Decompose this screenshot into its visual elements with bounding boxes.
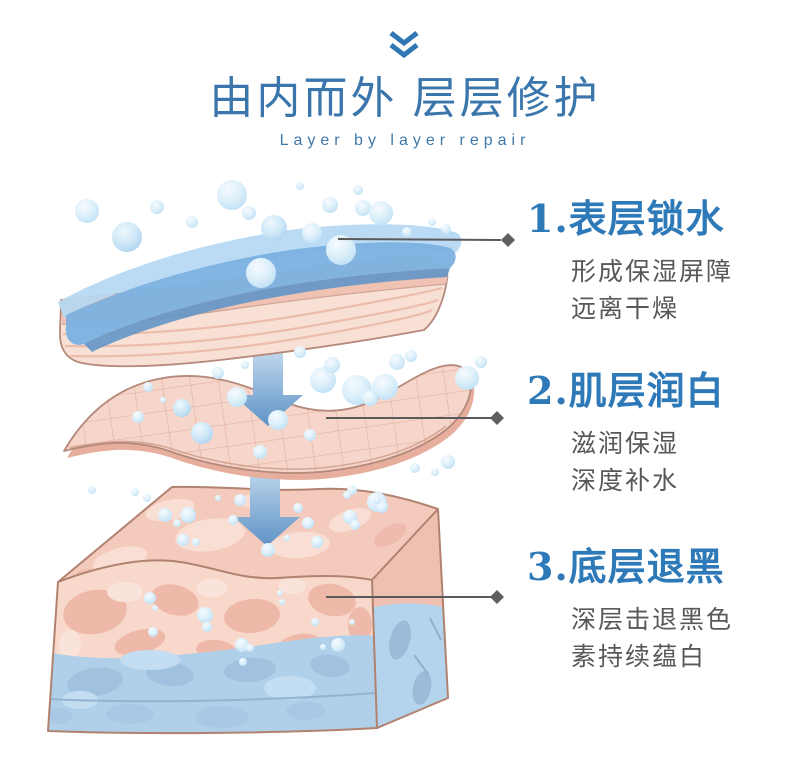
water-bubbles-group	[75, 180, 487, 666]
step-2: 2.肌层润白 滋润保湿 深度补水	[527, 370, 725, 500]
base-skin-block-graphic	[47, 485, 449, 735]
step-3: 3.底层退黑 深层击退黑色 素持续蕴白	[527, 546, 733, 676]
annotation-connectors	[326, 238, 502, 598]
step-1-title: 表层锁水	[568, 199, 725, 241]
step-2-description: 滋润保湿 深度补水	[527, 426, 725, 500]
down-arrow-icon	[234, 470, 300, 546]
step-3-description: 深层击退黑色 素持续蕴白	[527, 602, 733, 676]
step-1-description: 形成保湿屏障 远离干燥	[527, 254, 733, 328]
annotation-diamonds	[490, 233, 515, 604]
step-1-line-2: 远离干燥	[571, 294, 680, 323]
step-3-title: 底层退黑	[568, 547, 725, 589]
step-2-heading: 2.肌层润白	[527, 370, 725, 414]
step-1-heading: 1.表层锁水	[527, 198, 733, 242]
double-chevron-down-icon	[389, 31, 419, 59]
page-subtitle: Layer by layer repair	[279, 132, 531, 149]
step-2-title: 肌层润白	[568, 371, 725, 413]
step-2-line-1: 滋润保湿	[571, 429, 680, 458]
step-1: 1.表层锁水 形成保湿屏障 远离干燥	[527, 198, 733, 328]
step-1-line-1: 形成保湿屏障	[571, 257, 734, 286]
step-2-number: 2.	[527, 368, 569, 413]
step-3-number: 3.	[527, 544, 569, 589]
page-title: 由内而外 层层修护	[209, 74, 601, 123]
down-arrow-icon	[233, 353, 303, 426]
surface-water-layer-graphic	[58, 224, 462, 368]
step-3-line-1: 深层击退黑色	[571, 605, 734, 634]
step-2-line-2: 深度补水	[571, 466, 680, 495]
step-3-heading: 3.底层退黑	[527, 546, 733, 590]
step-3-line-2: 素持续蕴白	[571, 642, 707, 671]
step-1-number: 1.	[527, 196, 569, 241]
